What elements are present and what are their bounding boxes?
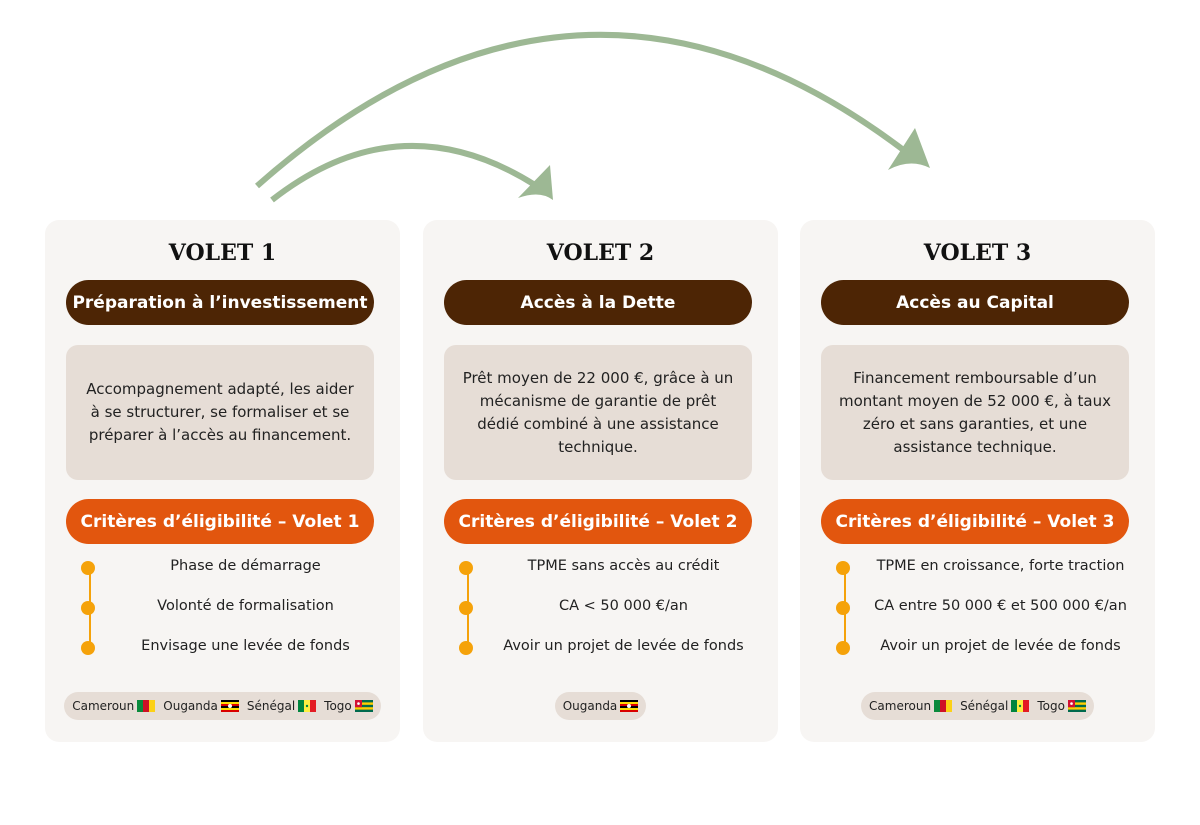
criterion-item: CA entre 50 000 € et 500 000 €/an	[836, 598, 1145, 618]
volet-description: Prêt moyen de 22 000 €, grâce à un mécan…	[444, 345, 752, 480]
criterion-item: CA < 50 000 €/an	[459, 598, 768, 618]
country-1: Ouganda	[163, 699, 239, 713]
country-0: Cameroun	[72, 699, 156, 713]
volet-subtitle: Préparation à l’investissement	[66, 280, 374, 325]
arrowhead-volet2-icon	[518, 165, 553, 200]
criteria-list: TPME sans accès au crédit CA < 50 000 €/a…	[423, 558, 778, 658]
criteria-title: Critères d’éligibilité – Volet 1	[66, 499, 374, 544]
country-0: Cameroun	[869, 699, 953, 713]
flag-icon	[220, 700, 239, 712]
flag-icon	[354, 700, 373, 712]
countries-badge: Ouganda	[554, 692, 647, 720]
countries-badge: Cameroun Sénégal Togo	[861, 692, 1094, 720]
arrowhead-volet3-icon	[888, 128, 930, 170]
volet-title: VOLET 1	[168, 240, 277, 266]
countries-badge: Cameroun Ouganda Sénégal Togo	[64, 692, 381, 720]
criterion-item: TPME en croissance, forte traction	[836, 558, 1145, 578]
bullet-dot-icon	[836, 601, 850, 615]
flag-icon	[137, 700, 156, 712]
volet-2-card: VOLET 2 Accès à la Dette Prêt moyen de 2…	[423, 220, 778, 742]
volet-subtitle: Accès au Capital	[821, 280, 1129, 325]
bullet-dot-icon	[81, 561, 95, 575]
arrow-volet1-to-volet2	[270, 142, 537, 203]
bullet-dot-icon	[459, 561, 473, 575]
criterion-item: Envisage une levée de fonds	[81, 638, 390, 658]
flag-icon	[1011, 700, 1030, 712]
country-3: Togo	[324, 699, 373, 713]
criterion-item: Phase de démarrage	[81, 558, 390, 578]
country-1: Sénégal	[960, 699, 1030, 713]
bullet-dot-icon	[836, 641, 850, 655]
volet-description: Financement remboursable d’un montant mo…	[821, 345, 1129, 480]
volet-subtitle: Accès à la Dette	[444, 280, 752, 325]
criterion-item: TPME sans accès au crédit	[459, 558, 768, 578]
bullet-dot-icon	[459, 601, 473, 615]
arrow-volet1-to-volet3	[255, 31, 912, 189]
bullet-dot-icon	[81, 601, 95, 615]
volet-description: Accompagnement adapté, les aider à se st…	[66, 345, 374, 480]
volet-3-card: VOLET 3 Accès au Capital Financement rem…	[800, 220, 1155, 742]
criteria-list: TPME en croissance, forte traction CA ent…	[800, 558, 1155, 658]
country-2: Sénégal	[247, 699, 317, 713]
criteria-title: Critères d’éligibilité – Volet 2	[444, 499, 752, 544]
volet-title: VOLET 3	[923, 240, 1032, 266]
flag-icon	[1067, 700, 1086, 712]
country-0: Ouganda	[563, 699, 639, 713]
criterion-item: Avoir un projet de levée de fonds	[459, 638, 768, 658]
flag-icon	[934, 700, 953, 712]
bullet-dot-icon	[836, 561, 850, 575]
criterion-item: Avoir un projet de levée de fonds	[836, 638, 1145, 658]
flag-icon	[298, 700, 317, 712]
criteria-title: Critères d’éligibilité – Volet 3	[821, 499, 1129, 544]
flag-icon	[620, 700, 639, 712]
criterion-item: Volonté de formalisation	[81, 598, 390, 618]
volet-1-card: VOLET 1 Préparation à l’investissement A…	[45, 220, 400, 742]
volet-title: VOLET 2	[546, 240, 655, 266]
country-2: Togo	[1037, 699, 1086, 713]
bullet-dot-icon	[459, 641, 473, 655]
bullet-dot-icon	[81, 641, 95, 655]
